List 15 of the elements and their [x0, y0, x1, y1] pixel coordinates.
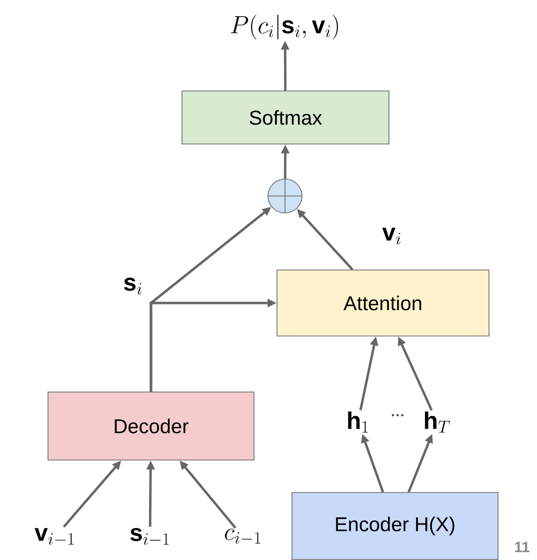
edge-label: $\mathbf{v}_i$ — [381, 226, 403, 246]
process-box: Attention — [276, 270, 490, 336]
math-label: $P(c_i|\mathbf{s}_i, \mathbf{v}_i)$ — [230, 14, 338, 40]
dots-label: ··· — [392, 414, 404, 416]
process-box: Softmax — [182, 90, 390, 144]
math-label: $c_{i-1}$ — [224, 528, 260, 544]
process-box: Decoder — [48, 392, 254, 460]
edge-label: $\mathbf{s}_i$ — [122, 276, 144, 296]
math-label: $\mathbf{h}_T$ — [424, 411, 450, 433]
math-label: $\mathbf{s}_{i-1}$ — [130, 528, 169, 545]
page-number: 11 — [515, 542, 530, 552]
math-label: $\mathbf{h}_1$ — [348, 411, 368, 433]
plus-circle — [268, 178, 302, 214]
math-label: $\mathbf{v}_{i-1}$ — [34, 528, 74, 545]
process-box: Encoder H(X) — [292, 492, 498, 560]
